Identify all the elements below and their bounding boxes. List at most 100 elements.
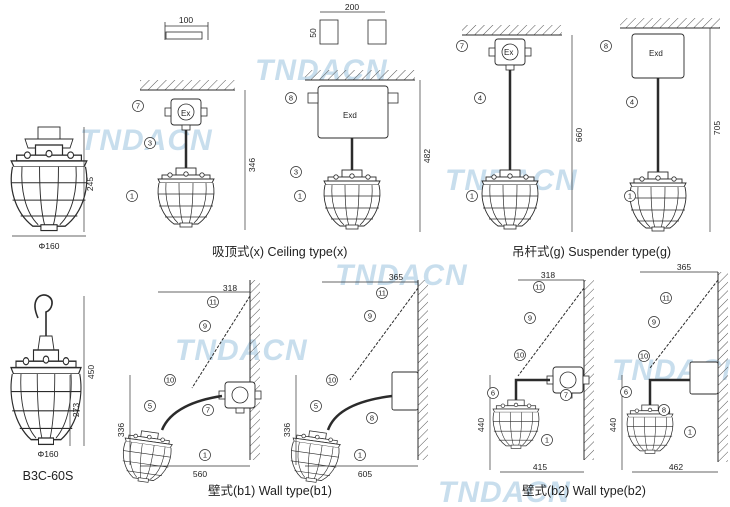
part-callout-number: 9 [652,318,656,327]
part-callout-number: 10 [328,376,336,385]
part-callout-number: 11 [378,289,386,298]
part-callout-bubble [626,96,638,108]
part-callout-bubble [660,292,672,304]
part-callout-bubble [514,349,526,361]
part-callout-bubble [376,287,388,299]
part-callout-number: 11 [662,294,670,303]
part-callout-bubble [620,386,632,398]
part-callout-number: 3 [294,168,298,177]
box-label: Ex [181,109,190,118]
part-callout-number: 1 [470,192,474,201]
dimension-label: 415 [533,462,547,472]
part-callout-number: 1 [688,428,692,437]
part-callout-bubble [474,92,486,104]
dimension-label: Φ160 [39,241,60,251]
part-callout-number: 1 [545,436,549,445]
dimension-label: 365 [677,262,691,272]
part-callout-number: 6 [624,388,628,397]
ceiling-type-x1: 100 Ex 346 [140,15,257,230]
dimension-label: 318 [223,283,237,293]
part-callout-bubble [533,281,545,293]
part-callout-number: 4 [478,94,482,103]
dimension-label: 440 [476,418,486,432]
part-callout-number: 7 [564,391,568,400]
part-callout-bubble [560,389,572,401]
model-caption: B3C-60S [23,469,74,483]
part-callout-bubble [487,387,499,399]
part-callout-number: 8 [662,406,666,415]
part-callout-bubble [290,166,302,178]
part-callout-number: 11 [535,283,543,292]
part-callout-bubble [354,449,366,461]
box-label: Exd [649,49,663,58]
caption-wall-type-b2: 壁式(b2) Wall type(b2) [522,483,646,498]
part-callout-bubble [144,400,156,412]
caption-suspender-type: 吊杆式(g) Suspender type(g) [512,245,671,259]
dimension-label: 482 [422,149,432,163]
dimension-label: 660 [574,128,584,142]
dimension-label: 245 [85,177,95,191]
part-callout-bubble [541,434,553,446]
part-callout-bubble [684,426,696,438]
part-callout-bubble [638,350,650,362]
part-callout-number: 1 [298,192,302,201]
part-callout-bubble [648,316,660,328]
part-callout-number: 10 [640,352,648,361]
watermark: TNDACN [335,259,468,292]
part-callout-number: 3 [148,139,152,148]
wall-type-b1a: 318 336 560 [116,280,262,486]
wall-type-b2a: 318 440 415 [476,270,594,473]
part-callout-number: 10 [166,376,174,385]
dimension-label: 100 [179,15,193,25]
dimension-label: Φ160 [38,449,59,459]
dimension-label: 365 [389,272,403,282]
part-callout-number: 1 [358,451,362,460]
part-callout-bubble [202,404,214,416]
part-callout-bubble [164,374,176,386]
part-callout-bubble [366,412,378,424]
part-callout-bubble [600,40,612,52]
dimension-label: 50 [308,28,318,38]
part-callout-number: 6 [491,389,495,398]
caption-ceiling-type: 吸顶式(x) Ceiling type(x) [212,245,347,259]
part-callout-number: 7 [206,406,210,415]
dimension-label: 605 [358,469,372,479]
part-callout-number: 5 [314,402,318,411]
watermark: TNDACN [438,476,571,507]
part-callout-bubble [144,137,156,149]
part-callout-number: 9 [203,322,207,331]
part-callout-bubble [199,320,211,332]
box-label: Exd [343,111,357,120]
part-callout-bubble [326,374,338,386]
part-callout-bubble [466,190,478,202]
part-callout-number: 9 [368,312,372,321]
part-callout-number: 7 [136,102,140,111]
part-callout-bubble [658,404,670,416]
part-callout-number: 10 [516,351,524,360]
part-callout-number: 1 [203,451,207,460]
part-callout-bubble [310,400,322,412]
part-callout-number: 1 [130,192,134,201]
part-callout-number: 7 [460,42,464,51]
dimension-label: 318 [541,270,555,280]
part-callout-number: 4 [630,98,634,107]
part-callout-number: 9 [528,314,532,323]
part-callout-bubble [294,190,306,202]
wall-type-b2b: 365 440 462 [608,262,728,473]
hook-lamp-b3c-60s: 450 273 Φ160 B3C-60S [10,294,96,483]
part-callout-number: 1 [628,192,632,201]
ceiling-type-x2: 200 50 Exd 482 [305,2,432,232]
part-callout-bubble [624,190,636,202]
suspender-type-g2: Exd 705 [620,18,722,232]
dimension-label: 336 [282,423,292,437]
part-callout-number: 5 [148,402,152,411]
watermark: TNDACN [175,334,308,367]
part-callout-number: 8 [604,42,608,51]
dimension-label: 560 [193,469,207,479]
dimension-label: 346 [247,158,257,172]
part-callout-bubble [207,296,219,308]
wall-type-b1b: 365 336 605 [282,272,428,486]
